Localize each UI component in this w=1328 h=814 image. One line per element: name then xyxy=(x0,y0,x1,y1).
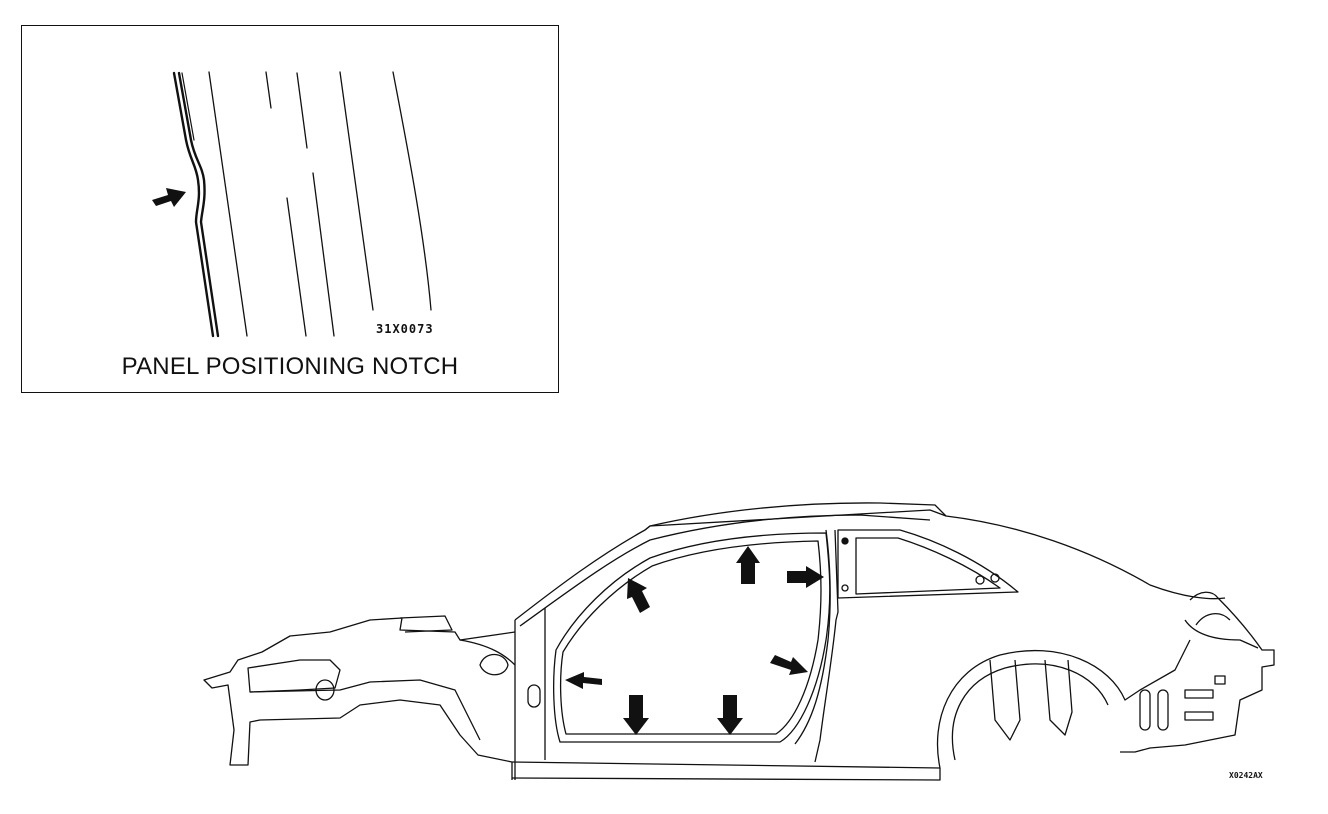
panel-line-6 xyxy=(339,71,374,311)
panel-line-4 xyxy=(286,197,307,337)
inset-drawing xyxy=(172,71,432,338)
inset-figure-code: 31X0073 xyxy=(376,322,434,336)
panel-line-2 xyxy=(265,71,272,109)
quarter-hole-2 xyxy=(990,573,1000,583)
door-opening-inner xyxy=(559,540,822,735)
apron-top xyxy=(203,617,516,766)
rear-lamp-pocket xyxy=(1195,613,1231,626)
arrow-icon xyxy=(770,655,808,675)
arrow-icon xyxy=(736,546,760,584)
rear-inner xyxy=(1184,619,1259,649)
roof-strip xyxy=(644,509,947,531)
hinge-boss xyxy=(479,653,509,676)
rear-slot-1 xyxy=(1184,689,1214,699)
inset-title: PANEL POSITIONING NOTCH xyxy=(121,353,459,380)
panel-line-1 xyxy=(208,71,248,337)
a-pillar-slot xyxy=(527,684,541,708)
rear-wheel-arch xyxy=(936,639,1191,769)
wheelhouse-brace-1 xyxy=(989,659,1021,741)
figure-code: X0242AX xyxy=(1229,771,1263,780)
door-opening-outer xyxy=(553,532,831,743)
arrow-icon xyxy=(565,672,602,689)
apron-hole xyxy=(315,679,335,701)
arrow-icon xyxy=(623,695,649,735)
rear-deck xyxy=(1120,591,1275,753)
pillar-hole-1 xyxy=(841,537,849,545)
panel-flange-inner xyxy=(177,71,220,338)
apron-block xyxy=(247,659,341,693)
rear-slot-3 xyxy=(1214,675,1226,685)
quarter-window-inner xyxy=(855,537,1001,595)
b-pillar-outer xyxy=(814,529,839,763)
body-side-panel xyxy=(203,502,1275,781)
rocker-bottom xyxy=(511,768,941,781)
quarter-window-outer xyxy=(837,529,1019,599)
panel-line-5 xyxy=(312,172,335,337)
main-arrows xyxy=(565,546,824,735)
panel-flange-edge xyxy=(181,72,195,141)
rear-wheel-arch-inner xyxy=(951,663,1109,761)
quarter-hole-1 xyxy=(975,575,985,585)
panel-flange-outer xyxy=(172,71,215,338)
b-pillar-inner xyxy=(794,529,831,745)
rocker-top xyxy=(511,761,941,769)
arrow-icon xyxy=(717,695,743,735)
arrow-icon xyxy=(627,578,650,613)
rear-slot-2 xyxy=(1184,711,1214,721)
rear-vent-2 xyxy=(1157,689,1169,731)
apron-inner xyxy=(459,639,516,666)
rear-vent-1 xyxy=(1139,689,1151,731)
wheelhouse-brace-2 xyxy=(1044,659,1073,736)
apron-tower xyxy=(399,615,453,633)
apron-rail xyxy=(249,679,481,741)
inset-frame xyxy=(21,25,559,393)
arrow-icon xyxy=(787,566,824,588)
panel-line-7 xyxy=(392,71,432,311)
arrow-icon xyxy=(152,188,186,207)
panel-line-3 xyxy=(296,72,308,149)
roof-outline xyxy=(514,502,1226,621)
pillar-hole-2 xyxy=(841,584,849,592)
